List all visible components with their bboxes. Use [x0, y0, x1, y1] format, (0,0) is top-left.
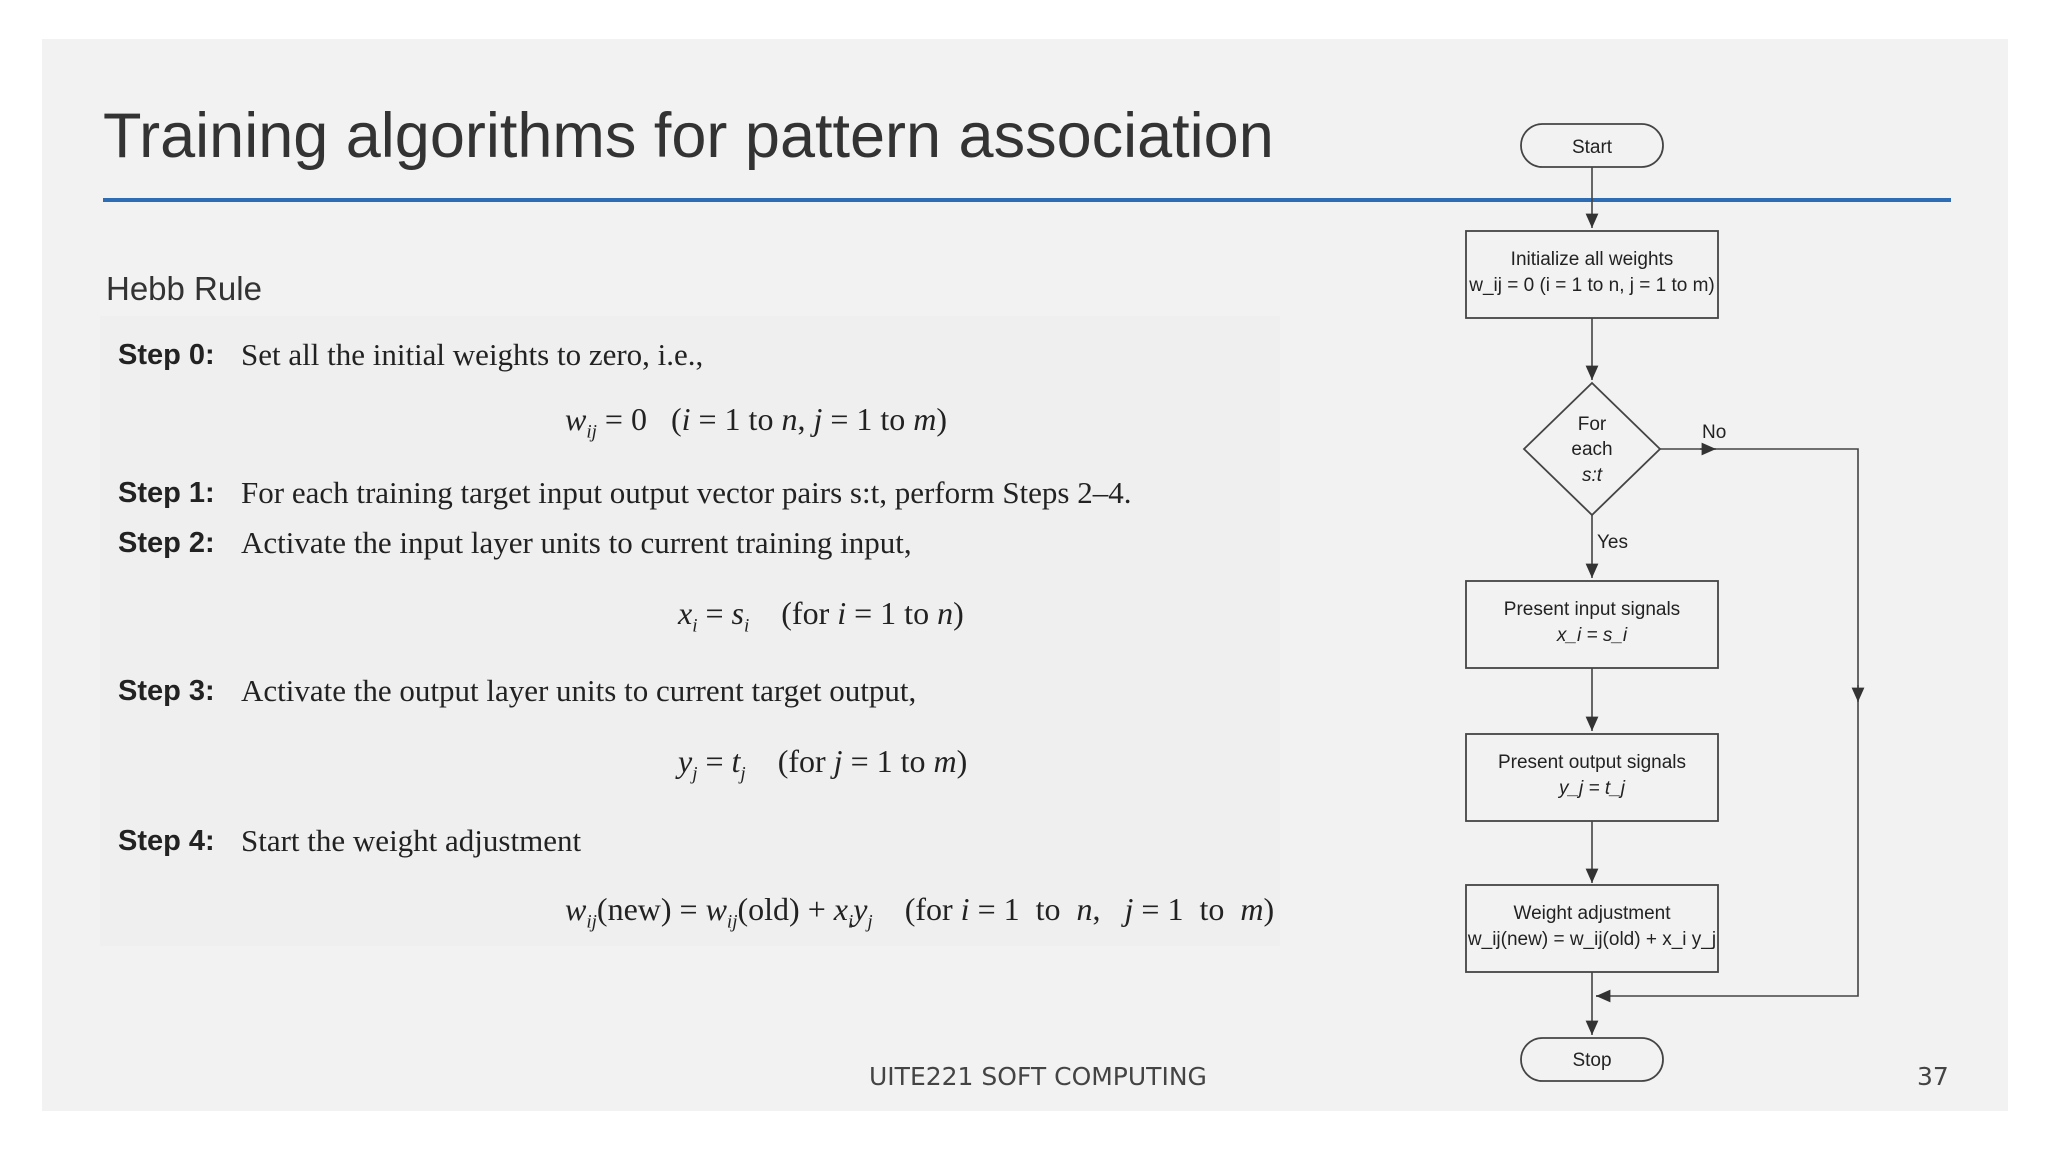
equation-init-weights: wij = 0 (i = 1 to n, j = 1 to m) — [565, 401, 948, 443]
step-2-text: Activate the input layer units to curren… — [241, 525, 912, 560]
decision-line-1: For — [1578, 414, 1607, 435]
step-0-text: Set all the initial weights to zero, i.e… — [241, 337, 704, 372]
step-4-label: Step 4: — [118, 825, 215, 857]
present-input-box — [1465, 580, 1719, 669]
start-terminal — [1520, 123, 1664, 168]
init-title: Initialize all weights — [1511, 249, 1674, 270]
adjust-equation: w_ij(new) = w_ij(old) + x_i y_j — [1467, 929, 1716, 950]
stop-label: Stop — [1572, 1050, 1611, 1071]
start-label: Start — [1572, 137, 1613, 158]
step-1-label: Step 1: — [118, 477, 215, 509]
weight-adjustment-box — [1465, 884, 1719, 973]
page-number: 37 — [1917, 1062, 1949, 1091]
loop-no-path — [1596, 448, 1859, 997]
decision-diamond — [1522, 381, 1662, 517]
stop-terminal — [1520, 1037, 1664, 1082]
step-0-label: Step 0: — [118, 339, 215, 371]
adjust-title: Weight adjustment — [1513, 903, 1671, 924]
input-title: Present input signals — [1504, 599, 1680, 620]
init-equation: w_ij = 0 (i = 1 to n, j = 1 to m) — [1468, 275, 1715, 296]
step-4-text: Start the weight adjustment — [241, 823, 582, 858]
step-1-text: For each training target input output ve… — [241, 475, 1132, 510]
title-underline — [103, 198, 1951, 202]
step-2-label: Step 2: — [118, 527, 215, 559]
input-equation: x_i = s_i — [1556, 625, 1628, 646]
decision-line-3: s:t — [1582, 465, 1603, 486]
algorithm-panel — [100, 316, 1280, 946]
step-3-label: Step 3: — [118, 675, 215, 707]
step-3-text: Activate the output layer units to curre… — [241, 673, 917, 708]
equation-output: yj = tj (for j = 1 to m) — [678, 743, 968, 785]
section-heading: Hebb Rule — [106, 270, 262, 307]
output-equation: y_j = t_j — [1557, 778, 1626, 799]
no-label: No — [1702, 422, 1726, 443]
present-output-box — [1465, 733, 1719, 822]
yes-label: Yes — [1597, 532, 1628, 553]
equation-input: xi = si (for i = 1 to n) — [678, 595, 964, 637]
equation-update: wij(new) = wij(old) + xiyj (for i = 1 to… — [565, 891, 1275, 933]
decision-line-2: each — [1571, 439, 1612, 460]
init-weights-box — [1465, 230, 1719, 319]
output-title: Present output signals — [1498, 752, 1686, 773]
footer-course: UITE221 SOFT COMPUTING — [869, 1062, 1207, 1091]
slide-title: Training algorithms for pattern associat… — [103, 101, 1274, 171]
